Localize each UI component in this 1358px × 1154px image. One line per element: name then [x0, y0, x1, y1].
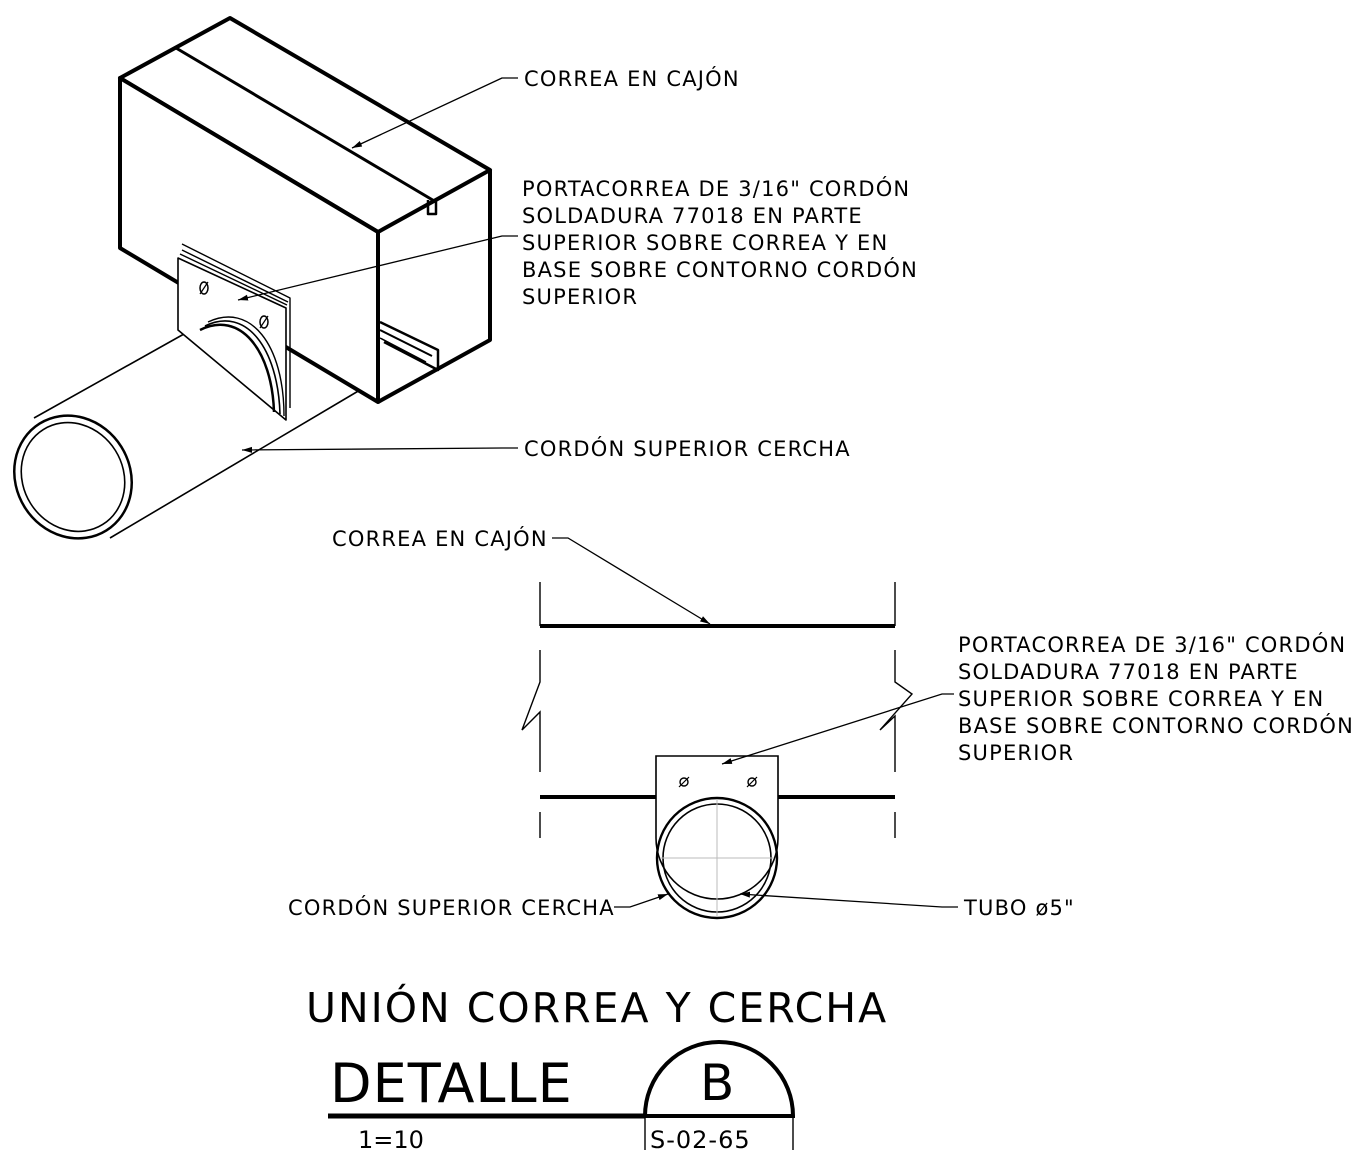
elev-bracket-line-2: SOLDADURA 77018 EN PARTE [958, 660, 1299, 684]
detail-title: UNIÓN CORREA Y CERCHA [306, 984, 889, 1032]
iso-pipe [13, 324, 361, 540]
elev-bracket-line-1: PORTACORREA DE 3/16" CORDÓN [958, 633, 1347, 657]
elev-label-tube: TUBO ø5" [964, 896, 1075, 920]
elevation-view [521, 537, 958, 920]
elev-bracket-line-4: BASE SOBRE CONTORNO CORDÓN [958, 714, 1355, 738]
iso-bracket-line-5: SUPERIOR [522, 285, 639, 309]
iso-label-box-beam: CORREA EN CAJÓN [524, 67, 740, 91]
iso-view [13, 16, 518, 540]
sheet-reference: S-02-65 [650, 1126, 751, 1154]
iso-leaders [237, 77, 518, 453]
elev-label-box-beam: CORREA EN CAJÓN [332, 527, 548, 551]
iso-bracket-line-2: SOLDADURA 77018 EN PARTE [522, 204, 863, 228]
iso-bracket-line-1: PORTACORREA DE 3/16" CORDÓN [522, 177, 911, 201]
iso-bracket-line-3: SUPERIOR SOBRE CORREA Y EN [522, 231, 889, 255]
elevation-leaders [552, 537, 958, 908]
title-block-graphics [328, 1040, 796, 1150]
elev-bracket-line-5: SUPERIOR [958, 741, 1075, 765]
elev-label-bracket: PORTACORREA DE 3/16" CORDÓN SOLDADURA 77… [958, 632, 1354, 767]
detail-id: B [700, 1054, 735, 1112]
iso-bracket [177, 243, 291, 421]
iso-box-beam [118, 16, 492, 404]
iso-label-bracket: PORTACORREA DE 3/16" CORDÓN SOLDADURA 77… [522, 176, 918, 311]
elev-bracket-line-3: SUPERIOR SOBRE CORREA Y EN [958, 687, 1325, 711]
detail-scale: 1=10 [358, 1126, 424, 1154]
iso-label-chord: CORDÓN SUPERIOR CERCHA [524, 437, 851, 461]
iso-bracket-line-4: BASE SOBRE CONTORNO CORDÓN [522, 258, 919, 282]
detail-word: DETALLE [330, 1052, 573, 1115]
elev-label-chord: CORDÓN SUPERIOR CERCHA [288, 896, 615, 920]
